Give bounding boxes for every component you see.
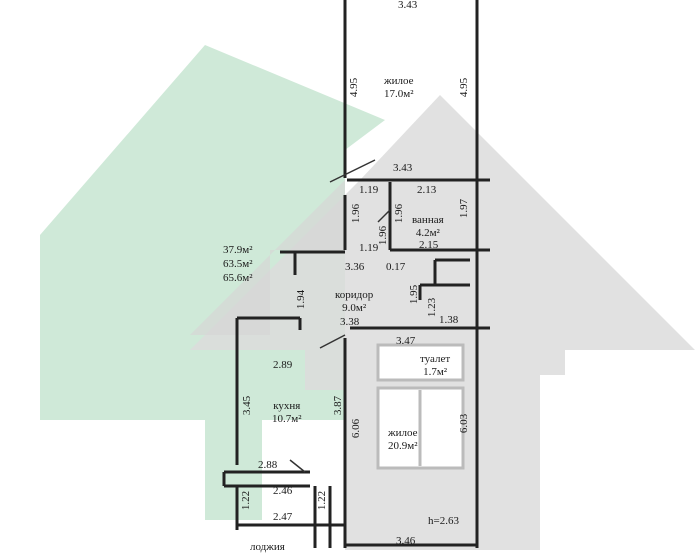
dim-345: 3.45 [241, 395, 254, 416]
total-area: 63.5м² [223, 258, 253, 270]
dim-197: 1.97 [458, 198, 471, 219]
room-kitchen: кухня 10.7м² [272, 400, 302, 426]
dim-right-495: 4.95 [458, 77, 471, 98]
dim-387: 3.87 [332, 395, 345, 416]
dim-196-a: 1.96 [350, 203, 363, 224]
dim-288: 2.88 [258, 459, 278, 471]
room-name: жилое [388, 427, 418, 439]
room-name: кухня [273, 400, 301, 412]
dim-215: 2.15 [419, 239, 439, 251]
dim-606: 6.06 [350, 418, 363, 439]
dim-119-a: 1.19 [359, 184, 379, 196]
room-living-top: жилое 17.0м² [384, 75, 414, 101]
room-area: 4.2м² [415, 227, 440, 239]
room-loggia: лоджия [250, 541, 285, 553]
dim-122-a: 1.22 [240, 490, 253, 511]
room-area: 1.7м² [423, 366, 448, 378]
room-area: 20.9м² [388, 440, 418, 452]
room-area: 17.0м² [384, 88, 414, 100]
room-bathroom: ванная 4.2м² [412, 214, 444, 240]
dim-347: 3.47 [396, 335, 416, 347]
dim-338: 3.38 [340, 316, 360, 328]
room-corridor: коридор 9.0м² [335, 289, 373, 315]
dim-247: 2.47 [273, 511, 293, 523]
dim-195: 1.95 [408, 284, 421, 305]
total-with-loggia: 65.6м² [223, 272, 253, 284]
dim-122-b: 1.22 [316, 490, 329, 511]
room-area: 10.7м² [272, 413, 302, 425]
dim-603: 6.03 [458, 413, 471, 434]
dim-top-width: 3.43 [398, 0, 418, 11]
room-name: ванная [412, 214, 444, 226]
living-area-total: 37.9м² [223, 244, 253, 256]
dim-119-b: 1.19 [359, 242, 379, 254]
dim-346: 3.46 [396, 535, 416, 547]
green-arrow-shape [40, 45, 385, 520]
door-marks [289, 159, 391, 473]
dim-336: 3.36 [345, 261, 365, 273]
dim-194: 1.94 [295, 289, 308, 310]
dim-343-mid: 3.43 [393, 162, 413, 174]
ceiling-height: h=2.63 [428, 515, 459, 527]
dim-left-495: 4.95 [348, 77, 361, 98]
area-totals: 37.9м² 63.5м² 65.6м² [223, 243, 253, 285]
room-area: 9.0м² [342, 302, 367, 314]
dim-213: 2.13 [417, 184, 437, 196]
room-name: коридор [335, 289, 374, 301]
gray-arrow-shape-left [190, 180, 345, 335]
walls [222, 0, 490, 548]
dim-289: 2.89 [273, 359, 293, 371]
dim-123: 1.23 [426, 297, 439, 318]
room-toilet: туалет 1.7м² [420, 353, 450, 379]
dim-017: 0.17 [386, 261, 406, 273]
dim-196-b: 1.96 [393, 203, 406, 224]
dim-196-c: 1.96 [377, 225, 390, 246]
room-living-bottom: жилое 20.9м² [388, 427, 418, 453]
dim-246: 2.46 [273, 485, 293, 497]
dim-138: 1.38 [439, 314, 459, 326]
room-name: туалет [420, 353, 451, 365]
room-name: жилое [384, 75, 414, 87]
gray-arrow-shape [190, 95, 695, 550]
toilet-area [376, 343, 465, 382]
